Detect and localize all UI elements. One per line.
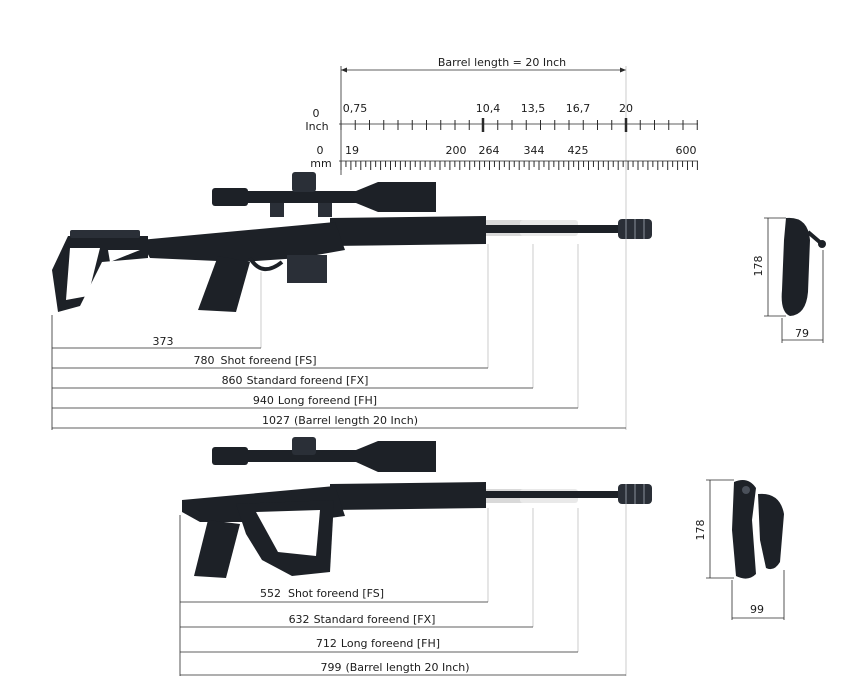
mm-ruler-ticks (340, 161, 698, 170)
inch-tick-label: 16,7 (566, 102, 591, 115)
folded-rear-view: 178 99 (694, 479, 785, 620)
inch-ruler-unit: Inch (305, 120, 328, 133)
mm-tick-label: 264 (479, 144, 500, 157)
mm-ruler: 0 mm 19 200 264 344 425 600 (310, 144, 698, 170)
inch-ruler-zero: 0 (313, 107, 320, 120)
mm-tick-label: 200 (446, 144, 467, 157)
folded-width-label: 99 (750, 603, 764, 616)
dim-1027-label: 1027(Barrel length 20 Inch) (262, 414, 418, 427)
inch-tick-label: 10,4 (476, 102, 501, 115)
inch-ruler-ticks (340, 118, 698, 132)
dim-799-label: 799(Barrel length 20 Inch) (320, 661, 469, 674)
mm-tick-label: 425 (568, 144, 589, 157)
extended-width-label: 79 (795, 327, 809, 340)
inch-tick-label: 13,5 (521, 102, 546, 115)
dim-373-value: 373 (153, 335, 174, 348)
extended-rear-view: 178 79 (752, 217, 826, 343)
rifle-folded-illustration (182, 437, 652, 578)
inch-ruler: 0 Inch 0,75 10,4 13,5 16,7 20 (305, 102, 698, 133)
extended-height-label: 178 (752, 256, 765, 277)
inch-tick-label: 20 (619, 102, 633, 115)
mm-ruler-zero: 0 (317, 144, 324, 157)
mm-tick-label: 19 (345, 144, 359, 157)
mm-tick-label: 600 (676, 144, 697, 157)
inch-tick-label: 0,75 (343, 102, 368, 115)
mm-tick-label: 344 (524, 144, 545, 157)
mm-ruler-unit: mm (310, 157, 331, 170)
folded-height-label: 178 (694, 520, 707, 541)
rifle-extended-illustration (52, 172, 652, 312)
barrel-length-title: Barrel length = 20 Inch (438, 56, 566, 69)
